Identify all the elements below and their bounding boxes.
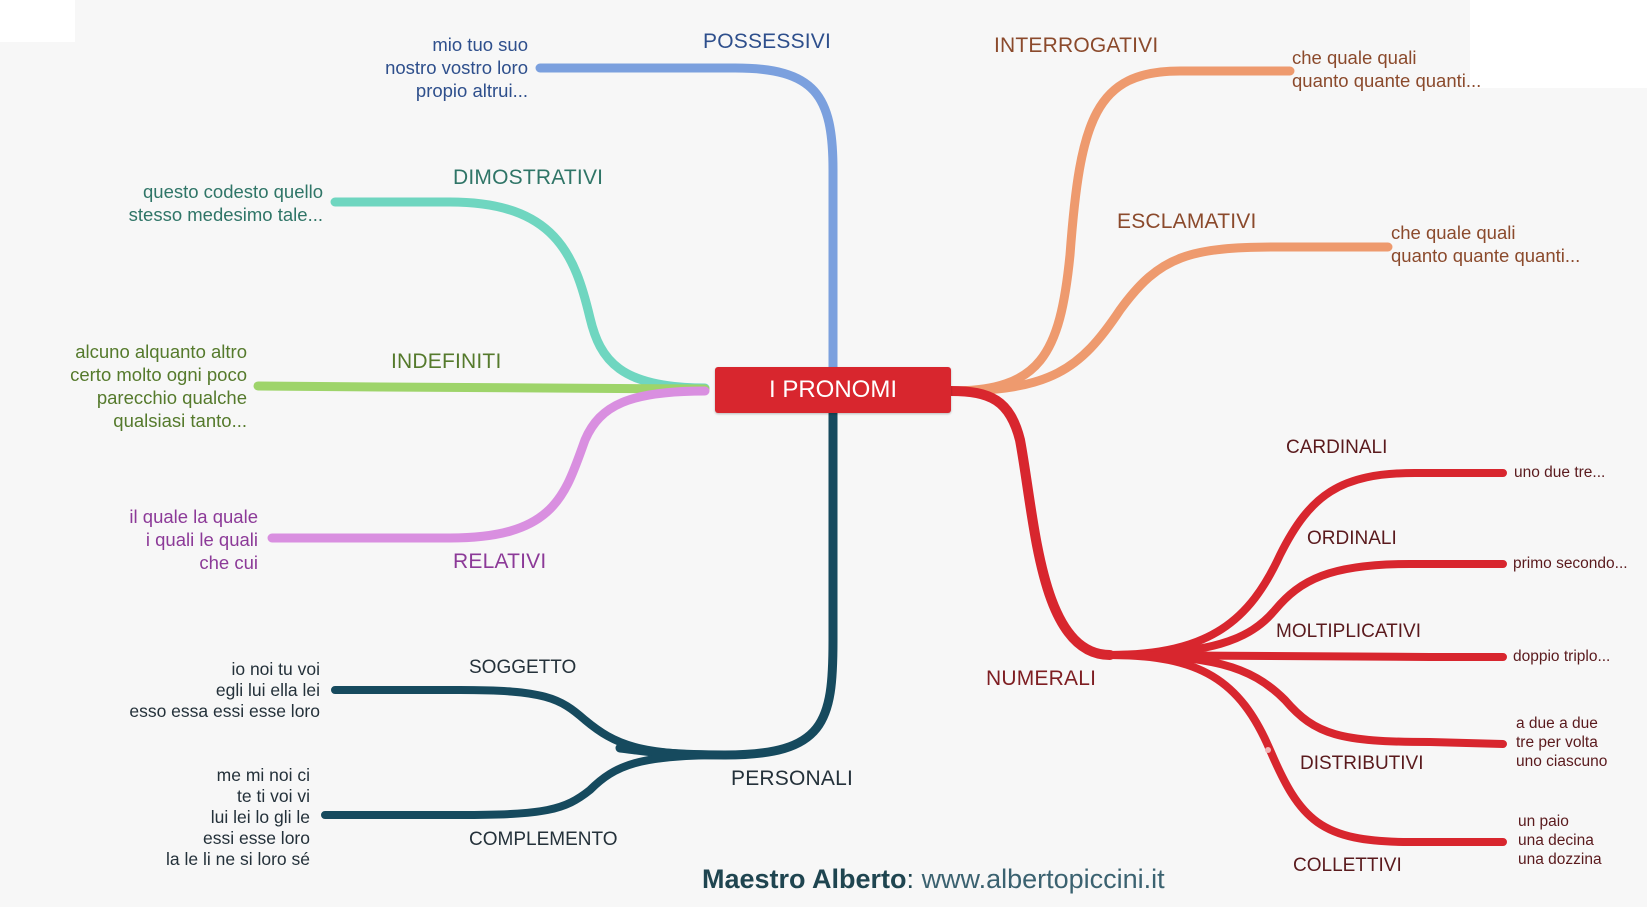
example-text: propio altrui... bbox=[415, 80, 528, 101]
example-text: una decina bbox=[1518, 832, 1594, 849]
example-text: qualsiasi tanto... bbox=[113, 410, 247, 431]
examples-distributivi: a due a due tre per volta uno ciascuno bbox=[1516, 714, 1607, 771]
example-text: uno ciascuno bbox=[1516, 753, 1608, 770]
footer-credit: Maestro Alberto: www.albertopiccini.it bbox=[702, 864, 1165, 895]
example-text: essi esse loro bbox=[203, 828, 310, 848]
example-text: me mi noi ci bbox=[216, 765, 310, 785]
examples-interrogativi: che quale quali quanto quante quanti... bbox=[1292, 46, 1481, 92]
line-personali bbox=[615, 408, 838, 760]
example-text: esso essa essi esse loro bbox=[129, 701, 320, 721]
example-text: che quale quali bbox=[1292, 47, 1417, 68]
example-text: tre per volta bbox=[1516, 734, 1598, 751]
examples-relativi: il quale la quale i quali le quali che c… bbox=[90, 505, 258, 574]
line-interrogativi bbox=[946, 66, 1295, 396]
example-text: quanto quante quanti... bbox=[1391, 245, 1581, 266]
examples-dimostrativi: questo codesto quello stesso medesimo ta… bbox=[90, 180, 323, 226]
example-text: questo codesto quello bbox=[143, 181, 323, 202]
example-text: lui lei lo gli le bbox=[210, 807, 310, 827]
line-relativi bbox=[267, 386, 710, 543]
sub-label-collettivi: COLLETTIVI bbox=[1293, 855, 1402, 876]
example-text: una dozzina bbox=[1518, 851, 1602, 868]
line-numerali bbox=[946, 386, 1115, 660]
line-possessivi bbox=[535, 63, 838, 390]
author-name: Maestro Alberto bbox=[702, 864, 907, 894]
example-text: un paio bbox=[1518, 813, 1569, 830]
example-text: nostro vostro loro bbox=[385, 57, 528, 78]
example-text: parecchio qualche bbox=[96, 387, 247, 408]
sub-label-distributivi: DISTRIBUTIVI bbox=[1300, 753, 1424, 774]
example-text: il quale la quale bbox=[129, 506, 258, 527]
example-text: io noi tu voi bbox=[231, 659, 320, 679]
examples-moltiplicativi: doppio triplo... bbox=[1513, 647, 1610, 666]
branch-label-numerali: NUMERALI bbox=[986, 667, 1097, 690]
footer-separator: : bbox=[906, 864, 915, 894]
branch-label-esclamativi: ESCLAMATIVI bbox=[1117, 210, 1257, 233]
corner-patch bbox=[1470, 0, 1647, 88]
example-text: te ti voi vi bbox=[237, 786, 310, 806]
sub-label-soggetto: SOGGETTO bbox=[469, 657, 577, 678]
joint-dot bbox=[1265, 747, 1271, 753]
example-text: certo molto ogni poco bbox=[70, 364, 247, 385]
line-complemento bbox=[321, 751, 729, 819]
branch-label-possessivi: POSSESSIVI bbox=[703, 30, 832, 53]
line-esclamativi bbox=[946, 242, 1393, 396]
sub-label-ordinali: ORDINALI bbox=[1307, 528, 1397, 549]
examples-ordinali: primo secondo... bbox=[1513, 554, 1628, 573]
branch-label-interrogativi: INTERROGATIVI bbox=[994, 34, 1159, 57]
center-node: I PRONOMI bbox=[715, 367, 951, 413]
corner-patch bbox=[0, 0, 75, 42]
example-text: primo secondo... bbox=[1513, 555, 1628, 572]
branch-label-relativi: RELATIVI bbox=[453, 550, 547, 573]
example-text: doppio triplo... bbox=[1513, 648, 1611, 665]
sub-label-moltiplicativi: MOLTIPLICATIVI bbox=[1276, 621, 1421, 642]
line-indefiniti bbox=[253, 381, 710, 394]
line-soggetto bbox=[331, 686, 729, 759]
line-moltiplicativi bbox=[1106, 651, 1507, 661]
example-text: quanto quante quanti... bbox=[1292, 70, 1482, 91]
examples-indefiniti: alcuno alquanto altro certo molto ogni p… bbox=[40, 340, 247, 432]
examples-cardinali: uno due tre... bbox=[1514, 463, 1605, 482]
example-text: che quale quali bbox=[1391, 222, 1516, 243]
line-ordinali bbox=[1106, 560, 1507, 659]
example-text: mio tuo suo bbox=[432, 34, 528, 55]
sub-label-cardinali: CARDINALI bbox=[1286, 437, 1388, 458]
branch-label-personali: PERSONALI bbox=[731, 767, 854, 790]
examples-possessivi: mio tuo suo nostro vostro loro propio al… bbox=[360, 33, 528, 102]
sub-label-complemento: COMPLEMENTO bbox=[469, 829, 618, 850]
examples-soggetto: io noi tu voi egli lui ella lei esso ess… bbox=[90, 659, 320, 722]
line-collettivi bbox=[1106, 651, 1507, 846]
line-dimostrativi bbox=[330, 197, 710, 393]
example-text: alcuno alquanto altro bbox=[75, 341, 247, 362]
branch-label-indefiniti: INDEFINITI bbox=[391, 350, 502, 373]
line-distributivi bbox=[1106, 651, 1507, 748]
example-text: che cui bbox=[199, 552, 258, 573]
line-cardinali bbox=[1106, 469, 1507, 659]
example-text: egli lui ella lei bbox=[215, 680, 320, 700]
example-text: uno due tre... bbox=[1514, 464, 1606, 481]
examples-esclamativi: che quale quali quanto quante quanti... bbox=[1391, 221, 1580, 267]
branch-label-dimostrativi: DIMOSTRATIVI bbox=[453, 166, 604, 189]
example-text: i quali le quali bbox=[145, 529, 258, 550]
example-text: stesso medesimo tale... bbox=[128, 204, 323, 225]
examples-collettivi: un paio una decina una dozzina bbox=[1518, 812, 1602, 869]
example-text: a due a due bbox=[1516, 715, 1598, 732]
example-text: la le li ne si loro sé bbox=[166, 849, 310, 869]
website-link[interactable]: www.albertopiccini.it bbox=[921, 864, 1165, 894]
examples-complemento: me mi noi ci te ti voi vi lui lei lo gli… bbox=[100, 765, 310, 870]
